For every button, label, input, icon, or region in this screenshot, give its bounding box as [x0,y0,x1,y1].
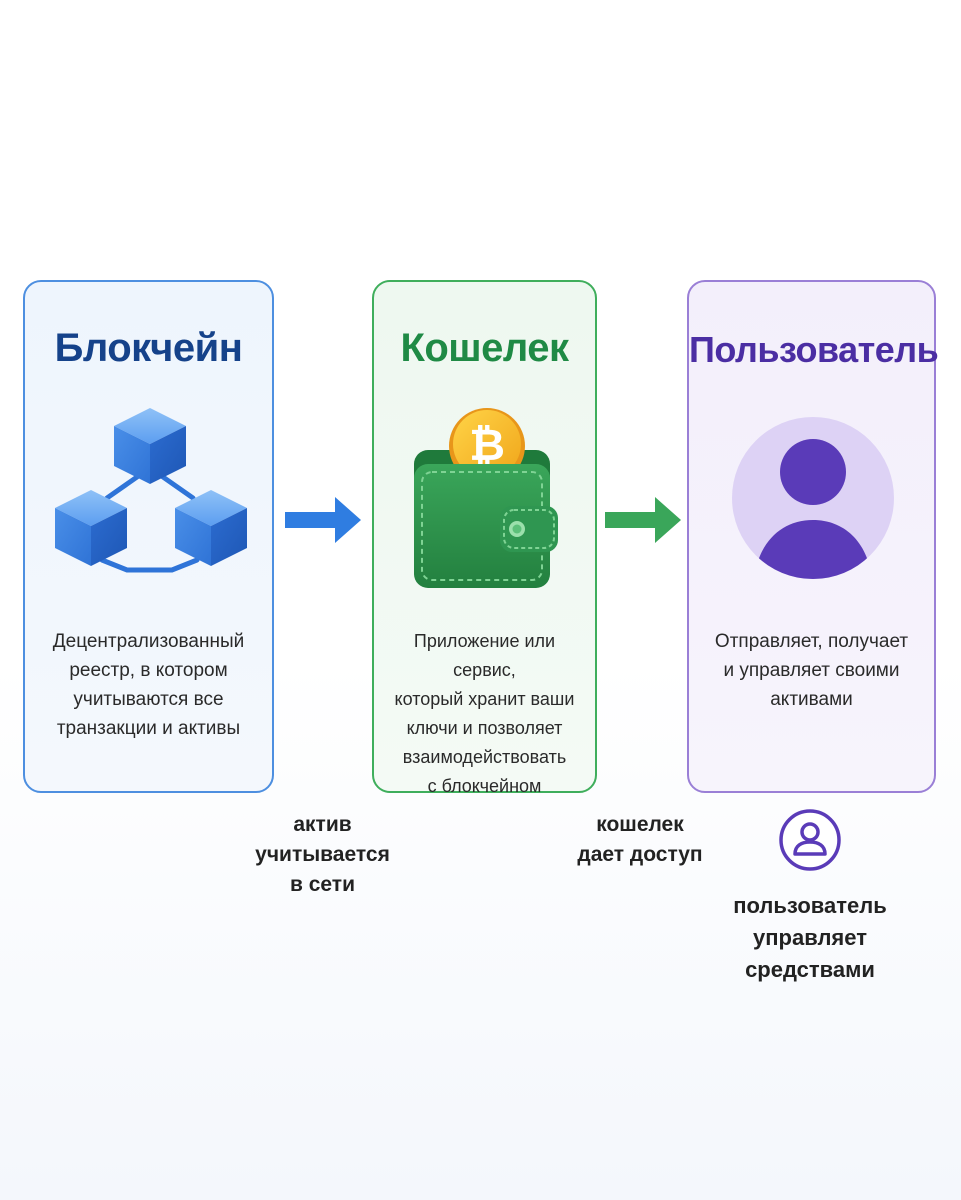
arrow-right-icon [605,497,681,543]
wallet-title: Кошелек [400,326,569,370]
wallet-description: Приложение или сервис, который хранит ва… [394,631,575,796]
user-title: Пользователь [689,329,939,370]
blockchain-title: Блокчейн [54,326,243,370]
asset-caption: актив учитывается в сети [255,813,390,896]
user-circle-icon [779,809,841,871]
blockchain-card: Блокчейн [23,280,274,793]
blockchain-cubes-icon [55,408,247,573]
user-card: Пользователь Отправляет, получает и упра… [687,280,939,793]
arrow-right-icon [285,497,361,543]
bitcoin-wallet-icon: ₿ [414,408,558,588]
wallet-card: Кошелек ₿ Приложение или сервис, котор [372,280,597,796]
user-caption: пользователь управляет средствами [733,893,887,982]
user-avatar-icon [732,417,894,579]
blockchain-description: Децентрализованный реестр, в котором учи… [52,631,245,739]
svg-text:₿: ₿ [469,420,505,471]
wallet-caption: кошелек дает доступ [577,813,703,866]
user-description: Отправляет, получает и управляет своими … [714,631,909,710]
